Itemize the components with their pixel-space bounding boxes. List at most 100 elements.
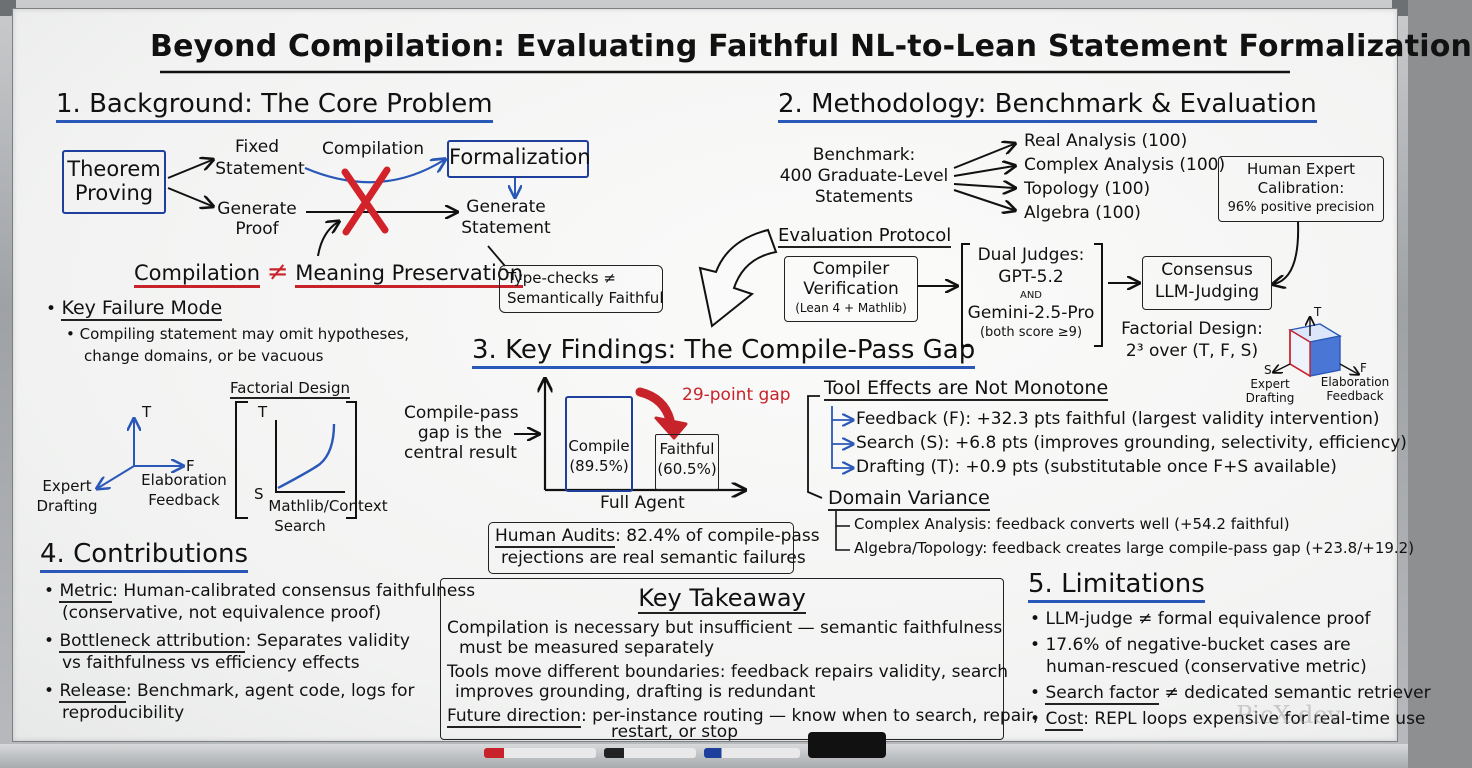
key-takeaway-heading: Key Takeaway [441, 584, 1003, 614]
red-marker[interactable] [484, 748, 596, 758]
limitation-4-text: : REPL loops expensive for real-time use [1083, 709, 1426, 729]
key-takeaway-box: Key Takeaway Compilation is necessary bu… [440, 578, 1038, 742]
factorial-design-label-1: Factorial Design [230, 379, 350, 399]
compilation-ne-meaning: Compilation ≠ Meaning Preservation [134, 257, 524, 288]
benchmark-line2: 400 Graduate-Level [779, 166, 949, 186]
mathlib-search-line1: Mathlib/Context [268, 497, 388, 515]
limitation-4: • Cost: REPL loops expensive for real-ti… [1030, 709, 1426, 731]
compile-bar-label: Compile [568, 437, 630, 455]
domain-complex-analysis: Complex Analysis (100) [1024, 155, 1226, 175]
typecheck-note: Type-checks ≠ Semantically Faithful [499, 265, 663, 313]
tool-effects-label: Tool Effects are Not Monotone [824, 377, 1109, 401]
bullet: • [46, 299, 62, 319]
section-3-heading: 3. Key Findings: The Compile-Pass Gap [472, 335, 976, 369]
mathlib-search-line2: Search [274, 517, 326, 535]
takeaway-line-2: must be measured separately [459, 638, 715, 658]
black-marker[interactable] [604, 748, 696, 758]
takeaway-line-4: improves grounding, drafting is redundan… [455, 682, 816, 702]
generate-statement-line2: Statement [461, 218, 551, 238]
compilation-ne-label: Compilation [134, 261, 261, 288]
theorem-proving-line1: Theorem [67, 157, 161, 181]
future-text: : per-instance routing — know when to se… [581, 706, 1039, 726]
domain-algebra: Algebra (100) [1024, 203, 1141, 223]
limitation-2: • 17.6% of negative-bucket cases are [1030, 635, 1351, 655]
factorial-design-text-1: Factorial Design [230, 379, 350, 399]
consensus-line2: LLM-Judging [1154, 282, 1260, 302]
human-audits-line1: Human Audits: 82.4% of compile-pass [495, 526, 820, 548]
key-failure-mode-label: Key Failure Mode [61, 297, 223, 321]
compile-pass-line2: gap is the [417, 423, 503, 443]
takeaway-future-cont: restart, or stop [611, 722, 738, 742]
key-takeaway-heading-text: Key Takeaway [638, 584, 806, 614]
limitation-1: • LLM-judge ≠ formal equivalence proof [1030, 609, 1371, 629]
future-label: Future direction [447, 706, 582, 728]
formalization-label: Formalization [449, 145, 591, 169]
factorial-design-2-line2: 2³ over (T, F, S) [1125, 341, 1259, 361]
effect-feedback: Feedback (F): +32.3 pts faithful (larges… [856, 409, 1380, 429]
limitation-3-label: Search factor [1045, 683, 1160, 705]
contribution-3-cont: reproducibility [62, 703, 185, 723]
human-expert-line2: Calibration: [1257, 179, 1345, 197]
limitation-3: • Search factor ≠ dedicated semantic ret… [1030, 683, 1431, 705]
takeaway-line-1: Compilation is necessary but insufficien… [447, 618, 1003, 638]
domain-variance-label: Domain Variance [828, 487, 990, 511]
human-audits-line2: rejections are real semantic failures [501, 548, 806, 568]
contribution-2-text: : Separates validity [245, 631, 410, 651]
generate-statement-line1: Generate [466, 197, 546, 217]
compiler-verification-box: Compiler Verification (Lean 4 + Mathlib) [784, 256, 918, 322]
cube-t-label: T [1314, 305, 1322, 319]
domain-real-analysis: Real Analysis (100) [1024, 131, 1188, 151]
contribution-3: • Release: Benchmark, agent code, logs f… [44, 681, 415, 703]
compiler-line3: (Lean 4 + Mathlib) [795, 301, 907, 315]
limitation-2-cont: human-rescued (conservative metric) [1046, 657, 1367, 677]
cube-s-label: S [1264, 363, 1272, 377]
section-5-heading: 5. Limitations [1028, 569, 1205, 603]
compile-pass-line1: Compile-pass [404, 403, 519, 423]
variance-complex: Complex Analysis: feedback converts well… [854, 515, 1290, 533]
contribution-1-label: Metric [59, 581, 113, 603]
plot-t-label: T [258, 403, 268, 421]
effect-drafting: Drafting (T): +0.9 pts (substitutable on… [856, 457, 1337, 477]
contribution-3-label: Release [59, 681, 126, 703]
compilation-label: Compilation [322, 139, 425, 159]
eraser[interactable] [808, 732, 886, 758]
evaluation-protocol: Evaluation Protocol [778, 225, 952, 248]
compile-pass-line3: central result [404, 443, 517, 463]
takeaway-line-3: Tools move different boundaries: feedbac… [447, 662, 1009, 682]
dual-judges-line2: GPT-5.2 [998, 267, 1064, 287]
contribution-1-cont: (conservative, not equivalence proof) [62, 603, 382, 623]
contribution-1: • Metric: Human-calibrated consensus fai… [44, 581, 476, 603]
limitation-2-text: 17.6% of negative-bucket cases are [1045, 635, 1351, 655]
contribution-2-label: Bottleneck attribution [59, 631, 246, 653]
cube-s-line2: Expert [1250, 377, 1290, 391]
elaboration-feedback-line2: Feedback [148, 491, 220, 509]
compile-bar: Compile (89.5%) [565, 396, 633, 492]
whiteboard-surface [12, 8, 1398, 742]
key-failure-mode: • Key Failure Mode [46, 297, 223, 321]
section-3-heading-text: 3. Key Findings: The Compile-Pass Gap [472, 335, 976, 369]
dual-judges-line4: Gemini-2.5-Pro [967, 303, 1095, 323]
theorem-proving-line2: Proving [74, 181, 154, 205]
human-audits-text: : 82.4% of compile-pass [615, 526, 820, 546]
fixed-statement-line2: Statement [215, 159, 305, 179]
plot-s-label: S [254, 485, 264, 503]
failure-desc-line2: change domains, or be vacuous [84, 347, 324, 365]
typecheck-line2: Semantically Faithful [507, 289, 664, 307]
cube-f-label: F [1360, 361, 1367, 375]
consensus-box: Consensus LLM-Judging [1142, 256, 1272, 310]
theorem-proving-box: Theorem Proving [62, 150, 166, 214]
elaboration-feedback-line1: Elaboration [141, 471, 227, 489]
section-2-heading-text: 2. Methodology: Benchmark & Evaluation [778, 89, 1317, 123]
meaning-preservation-label: Meaning Preservation [295, 261, 524, 288]
limitation-3-text: ≠ dedicated semantic retriever [1159, 683, 1431, 703]
blue-marker[interactable] [704, 748, 800, 758]
dual-judges-line3: AND [1019, 290, 1043, 301]
gap-label: 29-point gap [682, 385, 791, 405]
board-title: Beyond Compilation: Evaluating Faithful … [150, 29, 1472, 64]
dual-judges-line1: Dual Judges: [977, 245, 1085, 265]
section-4-heading: 4. Contributions [40, 539, 249, 573]
formalization-box: Formalization [447, 140, 591, 178]
failure-desc-line1: • Compiling statement may omit hypothese… [66, 325, 410, 343]
full-agent-label: Full Agent [600, 493, 685, 513]
